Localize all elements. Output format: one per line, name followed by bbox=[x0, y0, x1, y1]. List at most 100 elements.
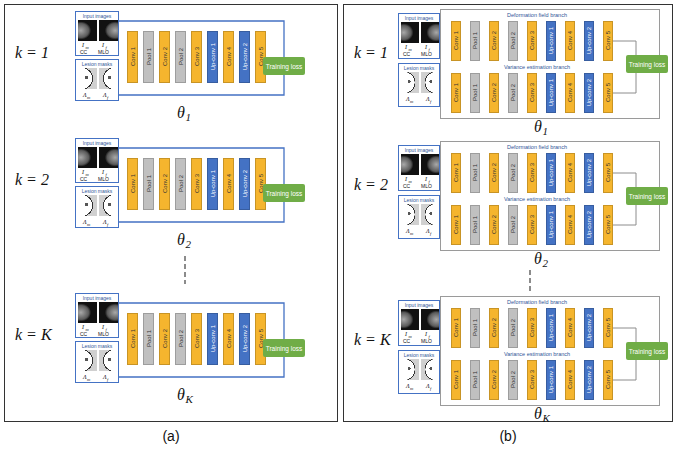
image-symbol: I bbox=[82, 42, 84, 48]
view-name: MLO bbox=[421, 339, 432, 344]
lesion-mask-thumbnail bbox=[421, 359, 439, 380]
layer-block: Up-conv 1 bbox=[546, 360, 556, 400]
connector bbox=[119, 357, 284, 377]
image-symbol: I bbox=[425, 176, 427, 182]
parameter-subscript: 1 bbox=[543, 126, 549, 137]
layer-block: Up-conv 2 bbox=[584, 205, 594, 245]
loss-label: Training loss bbox=[629, 61, 666, 68]
panel-label: (a) bbox=[5, 428, 337, 444]
layer-block: Conv 1 bbox=[451, 73, 461, 113]
layer-block: Up-conv 2 bbox=[584, 21, 594, 61]
view-name: CC bbox=[80, 50, 87, 55]
image-symbol: I bbox=[102, 169, 104, 175]
lesion-mask-thumbnail bbox=[78, 350, 97, 371]
layer-name: Up-conv 1 bbox=[548, 79, 554, 106]
lesion-masks-box: Lesion masksΛmΛf bbox=[75, 186, 119, 228]
mask-symbol: Λ bbox=[103, 92, 107, 98]
layer-block: Up-conv 1 bbox=[546, 205, 556, 245]
lesion-masks-box: Lesion masksΛmΛf bbox=[398, 195, 440, 239]
layer-block: Conv 1 bbox=[451, 153, 461, 193]
view-name: MLO bbox=[98, 332, 109, 337]
box-heading: Input images bbox=[76, 13, 118, 19]
mask-subscript: m bbox=[410, 387, 413, 392]
parameter-symbol: θ bbox=[534, 406, 542, 422]
input-images-box: Input imagesImCCIfMLO bbox=[75, 293, 119, 338]
box-heading: Input images bbox=[399, 147, 439, 153]
layer-name: Conv 5 bbox=[605, 318, 611, 337]
ellipsis-dashes bbox=[529, 270, 531, 292]
row-index: k = K bbox=[354, 332, 391, 348]
layer-name: Conv 2 bbox=[162, 329, 168, 348]
image-symbol: I bbox=[405, 331, 407, 337]
training-loss-box: Training loss bbox=[626, 55, 668, 73]
layer-name: Pool 1 bbox=[146, 330, 152, 347]
layer-name: Conv 3 bbox=[529, 163, 535, 182]
box-heading: Lesion masks bbox=[399, 352, 439, 358]
layer-block: Up-conv 2 bbox=[239, 158, 250, 210]
lesion-masks-box: Lesion masksΛmΛf bbox=[398, 350, 440, 394]
layer-name: Conv 1 bbox=[130, 47, 136, 66]
layer-name: Pool 2 bbox=[178, 48, 184, 65]
mammogram-thumbnail bbox=[99, 302, 118, 323]
mammogram-thumbnail bbox=[99, 20, 118, 41]
layer-block: Conv 1 bbox=[451, 21, 461, 61]
layer-block: Pool 1 bbox=[470, 73, 480, 113]
layer-name: Up-conv 1 bbox=[210, 43, 216, 70]
layer-block: Conv 2 bbox=[159, 313, 170, 365]
layer-name: Conv 3 bbox=[194, 47, 200, 66]
layer-block: Conv 1 bbox=[127, 158, 138, 210]
layer-name: Up-conv 2 bbox=[586, 314, 592, 341]
layer-name: Conv 5 bbox=[605, 215, 611, 234]
box-heading: Lesion masks bbox=[76, 188, 118, 194]
layer-block: Conv 5 bbox=[603, 21, 613, 61]
layer-name: Conv 1 bbox=[453, 83, 459, 102]
mask-subscript: f bbox=[430, 387, 431, 392]
layer-block: Up-conv 1 bbox=[546, 308, 556, 348]
layer-name: Conv 1 bbox=[453, 215, 459, 234]
layer-block: Conv 3 bbox=[527, 308, 537, 348]
layer-name: Up-conv 2 bbox=[586, 211, 592, 238]
mask-symbol: Λ bbox=[426, 383, 430, 389]
lesion-mask-thumbnail bbox=[78, 68, 97, 89]
view-name: MLO bbox=[421, 52, 432, 57]
layer-name: Up-conv 1 bbox=[210, 170, 216, 197]
layer-name: Up-conv 2 bbox=[586, 159, 592, 186]
box-heading: Lesion masks bbox=[399, 197, 439, 203]
layer-name: Pool 2 bbox=[510, 32, 516, 49]
layer-block: Pool 1 bbox=[143, 158, 154, 210]
training-loss-box: Training loss bbox=[263, 184, 305, 202]
layer-name: Conv 5 bbox=[605, 83, 611, 102]
layer-block: Conv 4 bbox=[565, 153, 575, 193]
image-symbol: I bbox=[102, 324, 104, 330]
box-heading: Lesion masks bbox=[76, 343, 118, 349]
view-name: CC bbox=[80, 177, 87, 182]
layer-name: Conv 5 bbox=[605, 370, 611, 389]
layer-block: Conv 4 bbox=[565, 21, 575, 61]
connector bbox=[613, 41, 636, 55]
view-name: CC bbox=[403, 184, 410, 189]
layer-block: Pool 2 bbox=[175, 313, 186, 365]
mask-symbol: Λ bbox=[103, 374, 107, 380]
panel-label: (b) bbox=[344, 428, 672, 444]
layer-name: Conv 4 bbox=[567, 31, 573, 50]
mask-subscript: f bbox=[107, 223, 108, 228]
mask-subscript: m bbox=[410, 232, 413, 237]
layer-block: Pool 1 bbox=[143, 313, 154, 365]
mask-symbol: Λ bbox=[103, 219, 107, 225]
parameter-symbol: θ bbox=[177, 387, 185, 403]
panel-frame: (a)Input imagesImCCIfMLOLesion masksΛmΛf… bbox=[4, 4, 338, 422]
image-symbol: I bbox=[82, 324, 84, 330]
layer-block: Conv 4 bbox=[565, 205, 575, 245]
layer-name: Pool 2 bbox=[178, 175, 184, 192]
layer-name: Up-conv 1 bbox=[548, 27, 554, 54]
mask-subscript: f bbox=[430, 100, 431, 105]
layer-block: Conv 1 bbox=[451, 308, 461, 348]
layer-block: Pool 2 bbox=[508, 73, 518, 113]
layer-block: Up-conv 1 bbox=[546, 73, 556, 113]
parameter-subscript: 2 bbox=[186, 239, 192, 250]
layer-block: Up-conv 2 bbox=[239, 313, 250, 365]
layer-name: Conv 1 bbox=[453, 370, 459, 389]
layer-block: Conv 3 bbox=[527, 21, 537, 61]
lesion-masks-box: Lesion masksΛmΛf bbox=[75, 341, 119, 383]
layer-name: Conv 4 bbox=[226, 174, 232, 193]
